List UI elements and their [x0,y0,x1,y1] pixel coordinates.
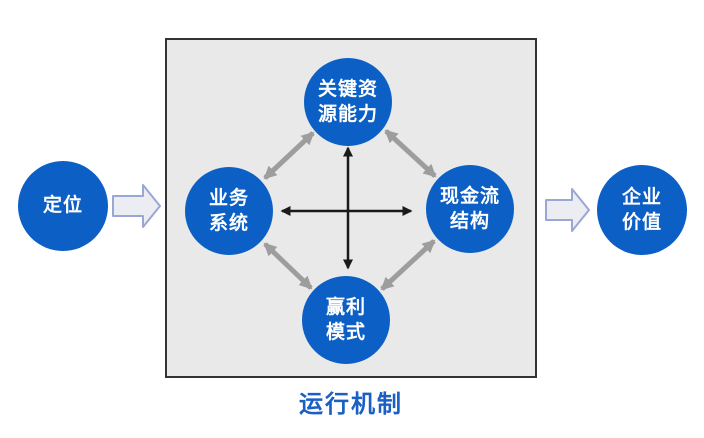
gray-double-arrow-icon [380,239,436,291]
gray-double-arrow-icon [384,129,437,178]
block-arrow-right-icon [545,188,590,232]
block-arrow-right-icon [112,184,161,228]
gray-double-arrow-icon [263,131,315,180]
gray-double-arrow-icon [263,242,313,290]
node-positioning: 定位 [18,161,108,251]
diagram-caption: 运行机制 [299,391,403,418]
node-business-system: 业务 系统 [185,167,273,255]
node-profit-model: 赢利 模式 [302,276,390,364]
node-enterprise-value: 企业 价值 [597,165,687,255]
node-key-resources: 关键资 源能力 [304,58,392,146]
node-cash-flow: 现金流 结构 [426,165,514,253]
